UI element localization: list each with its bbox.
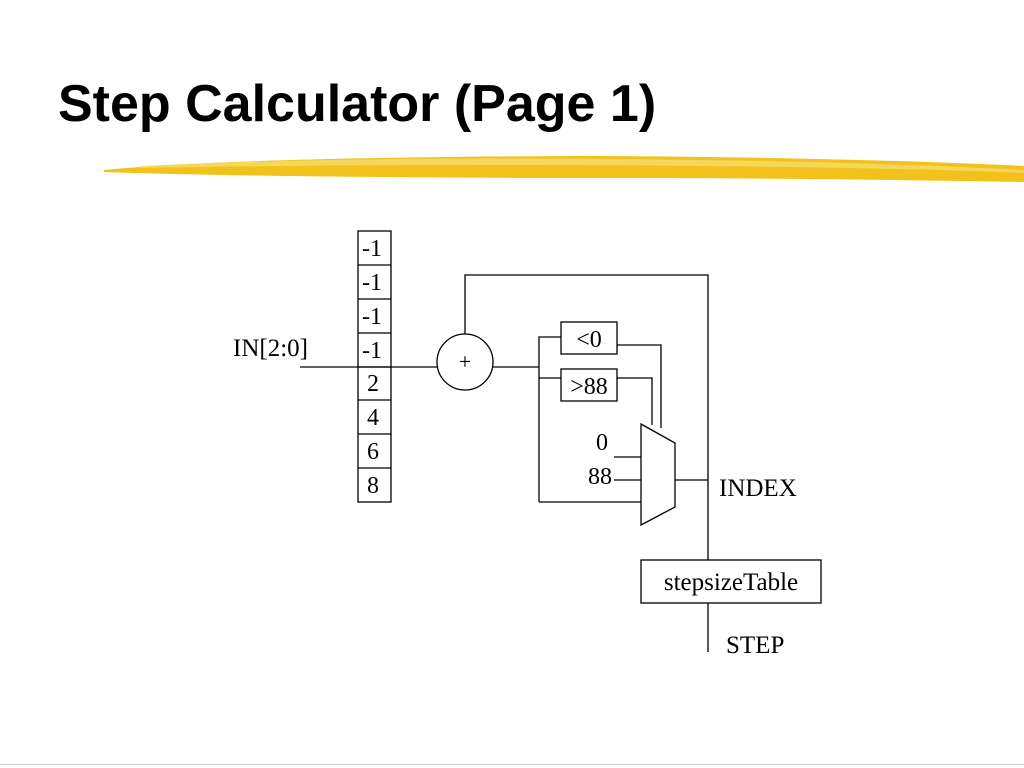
slide-title: Step Calculator (Page 1) — [58, 75, 657, 133]
compare-greater-label: >88 — [570, 374, 608, 400]
lookup-value: -1 — [362, 236, 382, 262]
compare-greater-select — [617, 377, 653, 425]
multiplexer — [640, 422, 676, 527]
table-label: stepsizeTable — [664, 569, 798, 596]
title-underline-brushstroke — [104, 156, 1024, 182]
compare-greater-box — [560, 368, 618, 402]
index-label: INDEX — [719, 475, 797, 502]
lookup-value: -1 — [362, 270, 382, 296]
lookup-value: 2 — [367, 371, 379, 397]
feedback-wire — [464, 274, 709, 560]
compare-less-label: <0 — [576, 327, 602, 353]
lookup-value: 8 — [367, 473, 379, 499]
underline-stroke-light — [140, 158, 1024, 173]
adder-symbol: + — [459, 349, 471, 374]
lookup-value: 6 — [367, 439, 379, 465]
mux-input-high-label: 88 — [588, 464, 612, 490]
mux-input-low-label: 0 — [596, 430, 608, 456]
input-label: IN[2:0] — [233, 335, 308, 362]
bottom-divider — [0, 764, 1024, 765]
stepsize-table-box — [640, 559, 822, 604]
lookup-value: -1 — [362, 338, 382, 364]
lookup-value: 4 — [367, 405, 379, 431]
bus-wire — [538, 336, 561, 502]
output-label: STEP — [726, 632, 784, 659]
lookup-value: -1 — [362, 304, 382, 330]
compare-less-box — [560, 321, 618, 355]
compare-less-select — [617, 344, 662, 428]
